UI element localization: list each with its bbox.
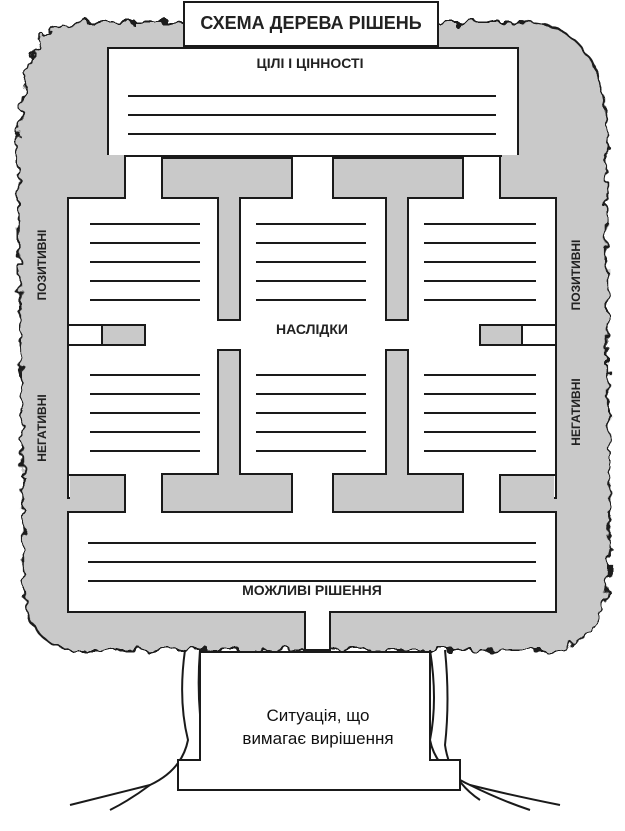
title-box bbox=[183, 1, 439, 47]
branch-blocks bbox=[70, 155, 554, 513]
positive-consequence-lines bbox=[90, 223, 536, 301]
solution-lines bbox=[88, 542, 536, 582]
right-negative-label: НЕГАТИВНІ bbox=[569, 378, 583, 445]
goals-label: ЦІЛІ І ЦІННОСТІ bbox=[257, 55, 364, 71]
solutions-label: МОЖЛИВІ РІШЕННЯ bbox=[242, 582, 382, 598]
negative-consequence-lines bbox=[90, 374, 536, 452]
diagram-title: СХЕМА ДЕРЕВА РІШЕНЬ bbox=[200, 13, 421, 33]
maze-walls bbox=[67, 155, 557, 651]
left-negative-label: НЕГАТИВНІ bbox=[35, 394, 49, 461]
situation-text-line-2: вимагає вирішення bbox=[242, 729, 393, 748]
consequences-label: НАСЛІДКИ bbox=[276, 321, 348, 337]
goals-lines bbox=[128, 95, 496, 135]
left-positive-label: ПОЗИТИВНІ bbox=[35, 230, 49, 301]
tree-trunk bbox=[177, 651, 461, 791]
right-positive-label: ПОЗИТИВНІ bbox=[569, 240, 583, 311]
situation-text-line-1: Ситуація, що bbox=[267, 706, 370, 725]
